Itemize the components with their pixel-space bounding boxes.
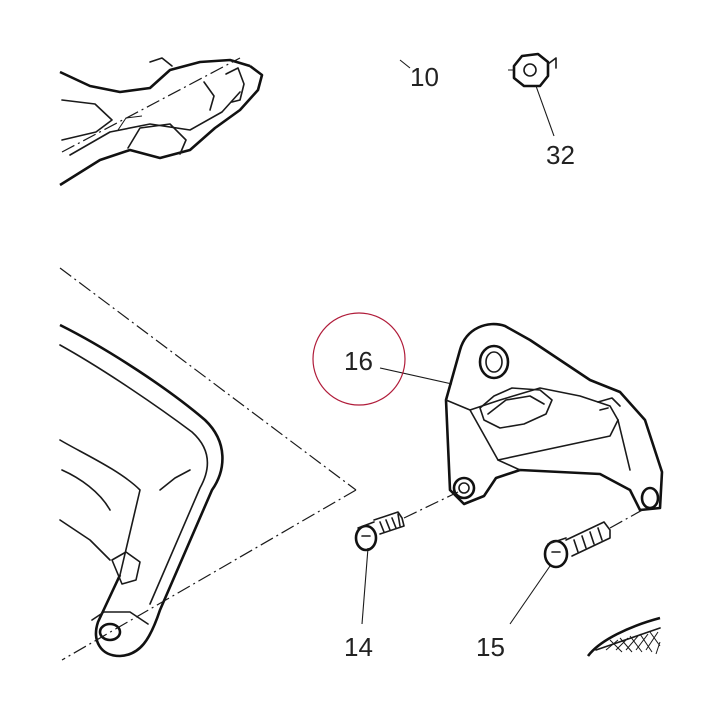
callout-14: 14 — [344, 632, 373, 662]
reference-outline — [59, 267, 357, 661]
callout-10: 10 — [410, 62, 439, 92]
callout-highlight-ring — [312, 312, 406, 406]
frame-bracket-left — [59, 323, 224, 658]
bolt-part-15 — [543, 507, 647, 569]
callout-32: 32 — [546, 140, 575, 170]
callout-15: 15 — [476, 632, 505, 662]
mounting-bracket-part-16 — [444, 322, 664, 512]
callout-16: 16 — [344, 346, 373, 376]
bolt-part-14 — [354, 491, 459, 552]
knurled-footpeg-part — [586, 616, 661, 657]
footpeg-assembly-top-left — [59, 57, 264, 187]
nut-part-32 — [508, 52, 557, 88]
leader-lines — [361, 59, 555, 625]
